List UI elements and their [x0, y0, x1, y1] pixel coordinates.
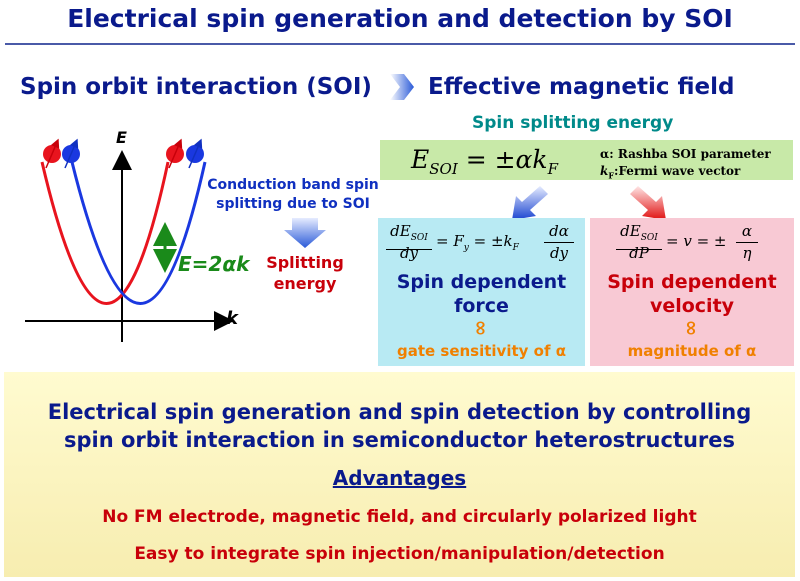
page-title: Electrical spin generation and detection… — [67, 4, 733, 33]
soi-equation-box — [380, 140, 793, 180]
advantage-item: Easy to integrate spin injection/manipul… — [134, 544, 665, 564]
effective-field-heading: Effective magnetic field — [428, 74, 735, 100]
velocity-equation: dESOI dP = v = ± α η — [596, 220, 792, 268]
spin-force-label: Spin dependent force — [396, 271, 567, 317]
spin-velocity-label: Spin dependent velocity — [607, 271, 777, 317]
arrow-down-left-icon — [512, 186, 548, 220]
arrow-down-right-icon — [630, 186, 666, 220]
split-label: E=2αk — [178, 252, 250, 276]
spin-up-band — [40, 161, 170, 305]
conduction-band-note: Conduction band spin splitting due to SO… — [207, 177, 379, 212]
summary-panel — [4, 372, 795, 577]
arrow-down-icon — [284, 218, 326, 248]
force-note: gate sensitivity of α — [396, 342, 567, 360]
advantage-item: No FM electrode, magnetic field, and cir… — [102, 507, 697, 527]
force-equation: dESOI dy = Fy = ±kF dα dy — [384, 220, 584, 268]
y-axis-label: E — [116, 128, 127, 147]
title-divider — [5, 43, 795, 45]
soi-parameters: α: Rashba SOI parameter kF:Fermi wave ve… — [600, 147, 771, 181]
spin-splitting-label: Spin splitting energy — [472, 113, 674, 133]
spin-down-band — [70, 161, 207, 305]
soi-heading: Spin orbit interaction (SOI) — [20, 74, 372, 100]
velocity-note: magnitude of α — [627, 342, 757, 360]
spin-velocity-box — [590, 218, 794, 366]
splitting-energy-label: Splitting energy — [266, 253, 344, 293]
advantages-title: Advantages — [332, 466, 467, 490]
x-axis-label: k — [226, 308, 238, 329]
summary-headline: Electrical spin generation and spin dete… — [47, 400, 752, 452]
arrow-right-icon — [390, 74, 414, 100]
soi-equation: ESOI = ±αkF — [411, 145, 558, 178]
band-diagram — [25, 138, 234, 342]
